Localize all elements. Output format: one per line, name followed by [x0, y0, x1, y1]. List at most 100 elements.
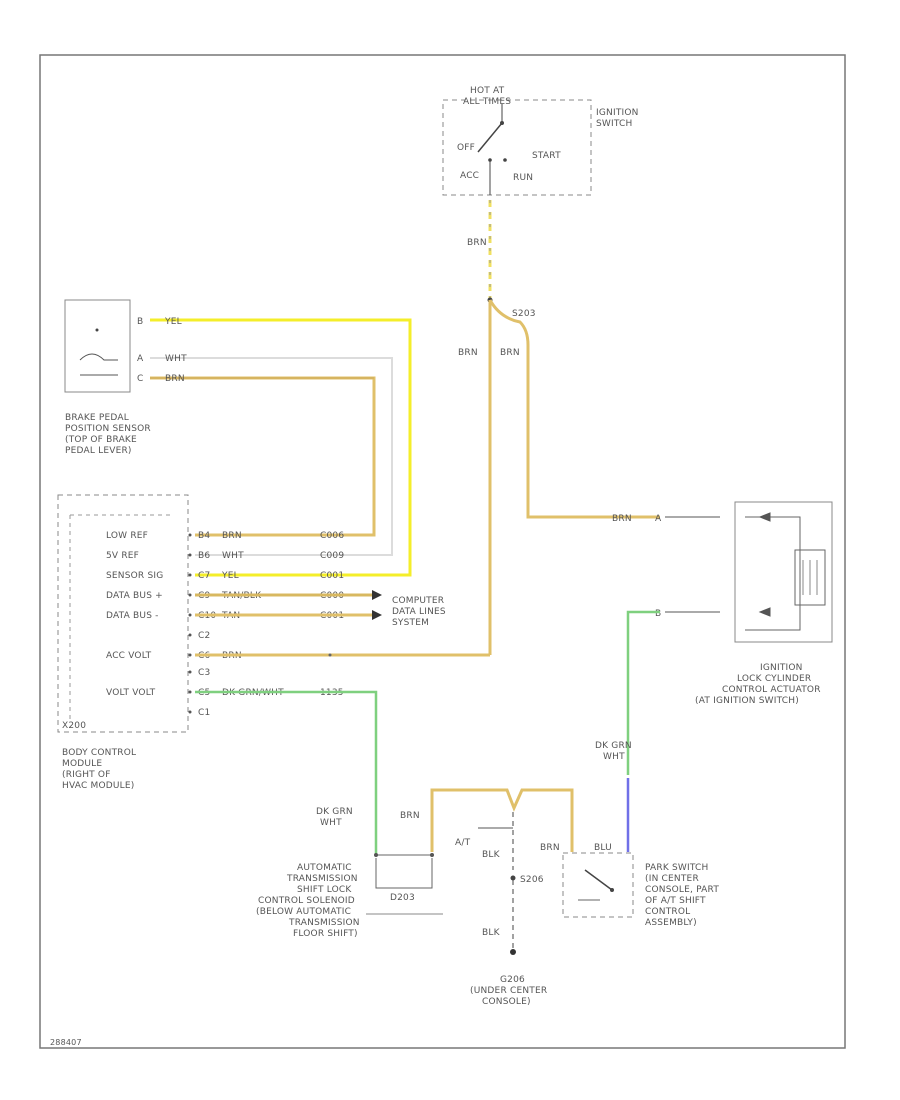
- actuator-pin-a: A: [655, 514, 662, 524]
- actuator-name-2: LOCK CYLINDER: [737, 674, 811, 684]
- solenoid-name-5: (BELOW AUTOMATIC: [256, 907, 351, 917]
- bcm-pin-circuit: C001: [320, 571, 344, 581]
- ignition-name-2: SWITCH: [596, 119, 633, 129]
- bcm-pin-id: C2: [198, 631, 210, 641]
- data-bus-minus-arrow: [372, 610, 382, 620]
- solenoid-body: [375, 858, 433, 889]
- solenoid-wire-label-2: WHT: [320, 818, 342, 828]
- actuator-box: [734, 501, 833, 643]
- brake-pin-a: A: [137, 354, 144, 364]
- ignition-pos-run: RUN: [513, 173, 533, 183]
- actuator-inner: [745, 516, 801, 631]
- ground-wire-top: BLK: [482, 850, 501, 860]
- actuator-connector-bottom: [665, 607, 771, 617]
- actuator-wire-label-2: WHT: [603, 752, 625, 762]
- body-control-module: X200 BODY CONTROL MODULE (RIGHT OF HVAC …: [57, 494, 344, 791]
- shift-lock-solenoid: DK GRN WHT D203 AUTOMATIC TRANSMISSION S…: [256, 807, 443, 939]
- bcm-pin-terminal: [188, 593, 192, 597]
- wire-label-solenoid-brn: BRN: [400, 811, 420, 821]
- wire-brake-brn: [150, 376, 376, 537]
- bcm-pin-wire: BRN: [222, 531, 242, 541]
- ground-splice-dot: [510, 875, 516, 881]
- computer-name-3: SYSTEM: [392, 618, 429, 628]
- wire-brake-wht: [150, 357, 393, 556]
- bcm-pin-terminal: [188, 613, 192, 617]
- solenoid-term-left: [374, 853, 378, 857]
- ignition-header-1: HOT AT: [470, 86, 505, 96]
- wire-label-brake-wht: WHT: [165, 354, 187, 364]
- brake-pedal-sensor: B A C BRAKE PEDAL POSITION SENSOR (TOP O…: [64, 299, 151, 456]
- bcm-pin-label: DATA BUS +: [106, 591, 163, 601]
- park-name-6: ASSEMBLY): [645, 918, 697, 928]
- ignition-switch-arm: [477, 122, 503, 153]
- bcm-box: [57, 494, 189, 733]
- actuator-name-1: IGNITION: [760, 663, 803, 673]
- diagram-footer-code: 288407: [50, 1038, 82, 1047]
- bcm-side-tag: X200: [62, 721, 86, 731]
- wire-label-actuator-brn: BRN: [612, 514, 632, 524]
- ignition-name-1: IGNITION: [596, 108, 639, 118]
- ground-wire-bottom: BLK: [482, 928, 501, 938]
- solenoid-name-3: SHIFT LOCK: [297, 885, 352, 895]
- bcm-pin-terminal: [188, 633, 192, 637]
- ground-name-3: CONSOLE): [482, 997, 531, 1007]
- ignition-header-2: ALL TIMES: [463, 97, 511, 107]
- bcm-pin-label: LOW REF: [106, 531, 148, 541]
- wire-label-splice-right: BRN: [500, 348, 520, 358]
- park-switch-arm: [584, 869, 613, 891]
- wire-splice-right: [488, 299, 660, 519]
- park-switch: BRN BLU PARK SWITCH (IN CENTER CONSOLE, …: [540, 843, 719, 928]
- wire-label-splice-left: BRN: [458, 348, 478, 358]
- wire-label-brake-yel: YEL: [164, 317, 182, 327]
- park-name-2: (IN CENTER: [645, 874, 699, 884]
- bcm-pin-terminal: [188, 690, 192, 694]
- solenoid-name-6: TRANSMISSION: [288, 918, 360, 928]
- bcm-pin-wire: YEL: [221, 571, 239, 581]
- solenoid-name-7: FLOOR SHIFT): [293, 929, 358, 939]
- wire-solenoid-brn: [430, 788, 574, 852]
- solenoid-name-4: CONTROL SOLENOID: [258, 896, 355, 906]
- ignition-pos-off: OFF: [457, 143, 475, 153]
- ignition-switch: HOT AT ALL TIMES IGNITION SWITCH OFF STA…: [442, 86, 639, 196]
- brake-pin-c: C: [137, 374, 143, 384]
- ignition-contact-run: [503, 158, 507, 162]
- bcm-pin-terminal: [188, 710, 192, 714]
- brake-name-4: PEDAL LEVER): [65, 446, 132, 456]
- ground-name-2: (UNDER CENTER: [470, 986, 547, 996]
- brake-name-2: POSITION SENSOR: [65, 424, 151, 434]
- actuator-pin-b: B: [655, 609, 661, 619]
- solenoid-name-2: TRANSMISSION: [286, 874, 358, 884]
- park-switch-contact: [610, 888, 614, 892]
- park-switch-box: [562, 852, 634, 918]
- bcm-pin-terminal: [188, 653, 192, 657]
- solenoid-term-right: [430, 853, 434, 857]
- actuator-connector-top: [665, 512, 771, 522]
- bcm-pin-id: B4: [198, 531, 210, 541]
- wire-actuator-green: [626, 610, 660, 775]
- splice-tag: S203: [512, 309, 536, 319]
- solenoid-tag: D203: [390, 893, 415, 903]
- ignition-switch-box: [442, 99, 592, 196]
- park-name-3: CONSOLE, PART: [645, 885, 719, 895]
- bcm-pin-terminal: [188, 553, 192, 557]
- brake-sensor-dot: [95, 328, 99, 332]
- actuator-name-3: CONTROL ACTUATOR: [722, 685, 821, 695]
- bcm-pin-id: C3: [198, 668, 210, 678]
- park-wire-blu: BLU: [594, 843, 612, 853]
- bcm-pin-terminal: [188, 573, 192, 577]
- wire-bcm-to-solenoid: [195, 690, 378, 855]
- ground-name-1: G206: [500, 975, 525, 985]
- brake-sensor-box: [64, 299, 131, 393]
- actuator-coil: [794, 549, 826, 606]
- park-wire-brn: BRN: [540, 843, 560, 853]
- brake-name-3: (TOP OF BRAKE: [65, 435, 137, 445]
- solenoid-name-1: AUTOMATIC: [297, 863, 352, 873]
- wire-label-brake-brn: BRN: [165, 374, 185, 384]
- ground-splice-tag: S206: [520, 875, 544, 885]
- ignition-pos-acc: ACC: [460, 171, 479, 181]
- actuator-name-4: (AT IGNITION SWITCH): [695, 696, 799, 706]
- bcm-name-1: BODY CONTROL: [62, 748, 136, 758]
- bcm-pin-id: C1: [198, 708, 210, 718]
- diagram-frame: [39, 54, 846, 1049]
